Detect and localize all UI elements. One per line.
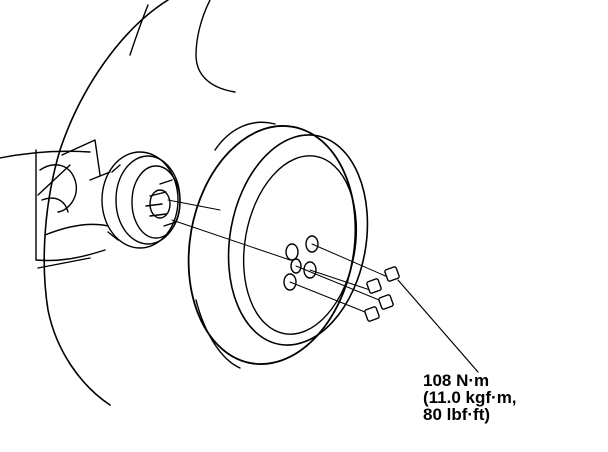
lug-nut <box>366 278 382 294</box>
lug-nut-guides <box>289 243 391 315</box>
torque-leader-line <box>397 279 479 373</box>
fender-outline <box>0 0 236 406</box>
wheel-bolt-holes <box>283 235 319 291</box>
lug-nut <box>364 306 380 322</box>
wheel-tire <box>187 121 369 369</box>
lug-nut <box>384 266 400 282</box>
torque-spec-lbfft: 80 lbf·ft) <box>423 405 491 424</box>
lug-nuts <box>364 266 400 322</box>
lug-nut <box>378 294 394 310</box>
torque-spec-nm: 108 N·m <box>423 371 490 390</box>
torque-spec-kgfm: (11.0 kgf·m, <box>423 388 517 407</box>
torque-spec-label: 108 N·m (11.0 kgf·m, 80 lbf·ft) <box>423 372 603 423</box>
brake-drum-hub <box>101 151 181 249</box>
suspension-assembly <box>35 139 111 269</box>
